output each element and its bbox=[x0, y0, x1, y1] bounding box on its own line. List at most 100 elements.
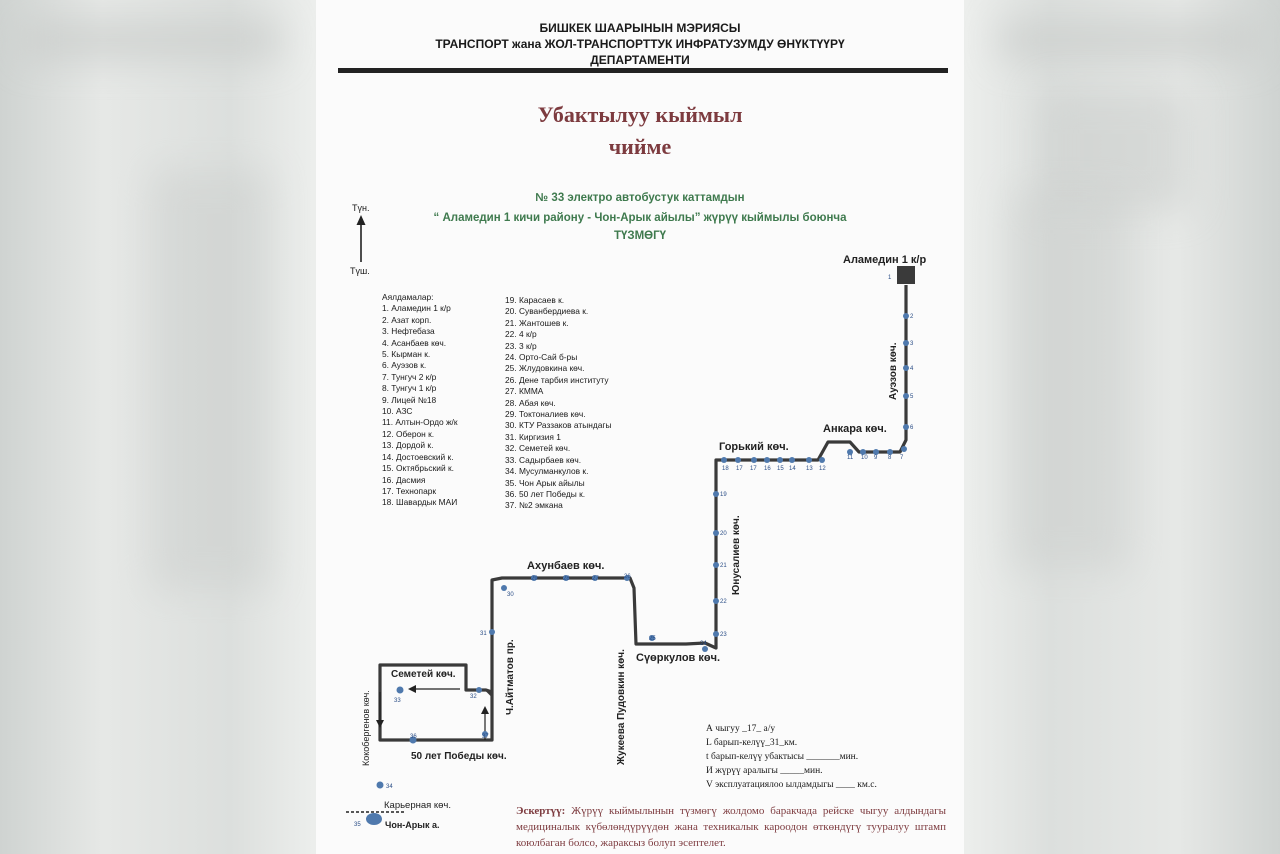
list-item: 28. Абая көч. bbox=[505, 397, 556, 408]
header-line-1: БИШКЕК ШААРЫНЫН МЭРИЯСЫ bbox=[539, 21, 741, 35]
svg-text:22: 22 bbox=[720, 599, 727, 605]
svg-text:33: 33 bbox=[394, 698, 401, 704]
svg-text:18: 18 bbox=[722, 466, 729, 472]
svg-text:26: 26 bbox=[624, 574, 631, 580]
svg-text:9: 9 bbox=[874, 455, 878, 461]
street-label-gorky: Горький көч. bbox=[719, 441, 789, 453]
list-item: 25. Жлудовкина көч. bbox=[505, 363, 585, 374]
list-item: 3. Нефтебаза bbox=[382, 326, 435, 337]
svg-text:17: 17 bbox=[750, 466, 757, 472]
svg-text:17: 17 bbox=[736, 466, 743, 472]
list-item: 33. Садырбаев көч. bbox=[505, 454, 582, 465]
list-item: 32. Семетей көч. bbox=[505, 443, 571, 454]
svg-text:6: 6 bbox=[910, 425, 914, 431]
svg-text:25: 25 bbox=[649, 636, 656, 642]
svg-text:29: 29 bbox=[531, 576, 538, 582]
svg-text:5: 5 bbox=[910, 394, 914, 400]
svg-text:12: 12 bbox=[819, 466, 826, 472]
compass-arrow-icon bbox=[356, 215, 366, 262]
list-item: 2. Азат корп. bbox=[382, 314, 432, 325]
list-item: 31. Киргизия 1 bbox=[505, 431, 561, 442]
list-item: 30. КТУ Раззаков атындагы bbox=[505, 420, 612, 431]
route-line bbox=[378, 285, 908, 742]
svg-text:36: 36 bbox=[410, 734, 417, 740]
street-label-auezov: Ауэзов көч. bbox=[888, 342, 899, 401]
list-item: 10. АЗС bbox=[382, 406, 413, 417]
document-page: БИШКЕК ШААРЫНЫН МЭРИЯСЫ ТРАНСПОРТ жана Ж… bbox=[316, 0, 964, 854]
street-label-ankara: Анкара көч. bbox=[823, 423, 887, 435]
list-item: 29. Токтоналиев көч. bbox=[505, 409, 586, 420]
street-label-yunusaliev: Юнусалиев көч. bbox=[731, 515, 742, 595]
street-label-zhukeeva: Жукеева Пудовкин көч. bbox=[616, 649, 627, 765]
list-item: 8. Тунгуч 1 к/р bbox=[382, 383, 437, 394]
svg-text:37: 37 bbox=[482, 734, 489, 740]
list-item: 11. Алтын-Ордо ж/к bbox=[382, 417, 458, 428]
list-item: 35. Чон Арык айылы bbox=[505, 477, 585, 488]
list-item: 27. КММА bbox=[505, 386, 544, 397]
compass-north-label: Түн. bbox=[352, 203, 370, 213]
terminal-circle bbox=[366, 813, 382, 825]
stops-list-left: Аялдамалар: 1. Аламедин 1 к/р 2. Азат ко… bbox=[382, 292, 458, 509]
header-line-2: ТРАНСПОРТ жана ЖОЛ-ТРАНСПОРТТУК ИНФРАТУЗ… bbox=[435, 37, 845, 51]
svg-text:28: 28 bbox=[563, 576, 570, 582]
list-item: 6. Ауэзов к. bbox=[382, 360, 427, 371]
list-item: 24. Орто-Сай б-ры bbox=[505, 352, 578, 363]
list-item: 16. Дасмия bbox=[382, 474, 426, 485]
svg-text:4: 4 bbox=[910, 366, 914, 372]
list-item: 17. Технопарк bbox=[382, 485, 437, 496]
svg-text:7: 7 bbox=[900, 455, 904, 461]
street-label-ahunbaev: Ахунбаев көч. bbox=[527, 560, 605, 572]
stops-title: Аялдамалар: bbox=[382, 292, 434, 302]
list-item: 13. Дордой к. bbox=[382, 440, 434, 451]
compass-south-label: Түш. bbox=[350, 266, 370, 276]
subtitle-line-1: № 33 электро автобустук каттамдын bbox=[535, 192, 745, 204]
list-item: 15. Октябрьский к. bbox=[382, 463, 454, 474]
arrow-left-icon bbox=[408, 685, 416, 693]
header-rule bbox=[338, 68, 948, 73]
svg-text:11: 11 bbox=[847, 455, 854, 461]
list-item: 21. Жантошев к. bbox=[505, 317, 569, 328]
svg-text:13: 13 bbox=[806, 466, 813, 472]
svg-text:20: 20 bbox=[720, 531, 727, 537]
title-line-2: чийме bbox=[608, 134, 672, 159]
svg-text:24: 24 bbox=[700, 641, 707, 647]
svg-text:34: 34 bbox=[386, 784, 393, 790]
subtitle-line-2: “ Аламедин 1 кичи району - Чон-Арык айыл… bbox=[433, 212, 847, 224]
subtitle-line-3: ТҮЗМӨГҮ bbox=[613, 230, 667, 242]
stat-time: t барып-келүү убактысы _______мин. bbox=[706, 752, 859, 762]
list-item: 20. Суванбердиева к. bbox=[505, 306, 589, 317]
svg-text:27: 27 bbox=[592, 576, 599, 582]
terminal-top-label: Аламедин 1 к/р bbox=[843, 254, 927, 266]
street-label-kokobergenov: Кокобергенов көч. bbox=[361, 690, 371, 766]
svg-text:16: 16 bbox=[764, 466, 771, 472]
list-item: 1. Аламедин 1 к/р bbox=[382, 303, 451, 314]
svg-text:21: 21 bbox=[720, 563, 727, 569]
list-item: 37. №2 эмкана bbox=[505, 500, 563, 511]
terminal-square bbox=[897, 266, 915, 284]
svg-text:3: 3 bbox=[910, 341, 914, 347]
list-item: 14. Достоевский к. bbox=[382, 451, 454, 462]
svg-text:8: 8 bbox=[888, 455, 892, 461]
note-paragraph: Эскертүү: Жүрүү кыймылынын түзмөгү жолдо… bbox=[516, 803, 946, 851]
svg-text:31: 31 bbox=[480, 631, 487, 637]
svg-text:10: 10 bbox=[861, 455, 868, 461]
svg-text:35: 35 bbox=[354, 822, 361, 828]
stops-list-right: 19. Карасаев к. 20. Суванбердиева к. 21.… bbox=[505, 295, 612, 512]
list-item: 22. 4 к/р bbox=[505, 329, 537, 340]
stat-interval: И жүрүү аралыгы _____мин. bbox=[706, 766, 823, 776]
stat-buses: А чыгуу _17_ а/у bbox=[706, 724, 776, 734]
list-item: 34. Мусулманкулов к. bbox=[505, 466, 589, 477]
street-label-aitmatov: Ч.Айтматов пр. bbox=[505, 639, 516, 715]
list-item: 23. 3 к/р bbox=[505, 340, 537, 351]
note-label: Эскертүү: bbox=[516, 805, 566, 817]
list-item: 18. Шавардык МАИ bbox=[382, 497, 458, 508]
title-line-1: Убактылуу кыймыл bbox=[537, 102, 743, 127]
svg-text:15: 15 bbox=[777, 466, 784, 472]
svg-text:23: 23 bbox=[720, 632, 727, 638]
svg-text:1: 1 bbox=[888, 275, 892, 281]
list-item: 4. Асанбаев көч. bbox=[382, 337, 447, 348]
list-item: 5. Кырман к. bbox=[382, 349, 431, 360]
svg-text:30: 30 bbox=[507, 592, 514, 598]
stat-distance: L барып-келүү_31_км. bbox=[706, 738, 798, 748]
